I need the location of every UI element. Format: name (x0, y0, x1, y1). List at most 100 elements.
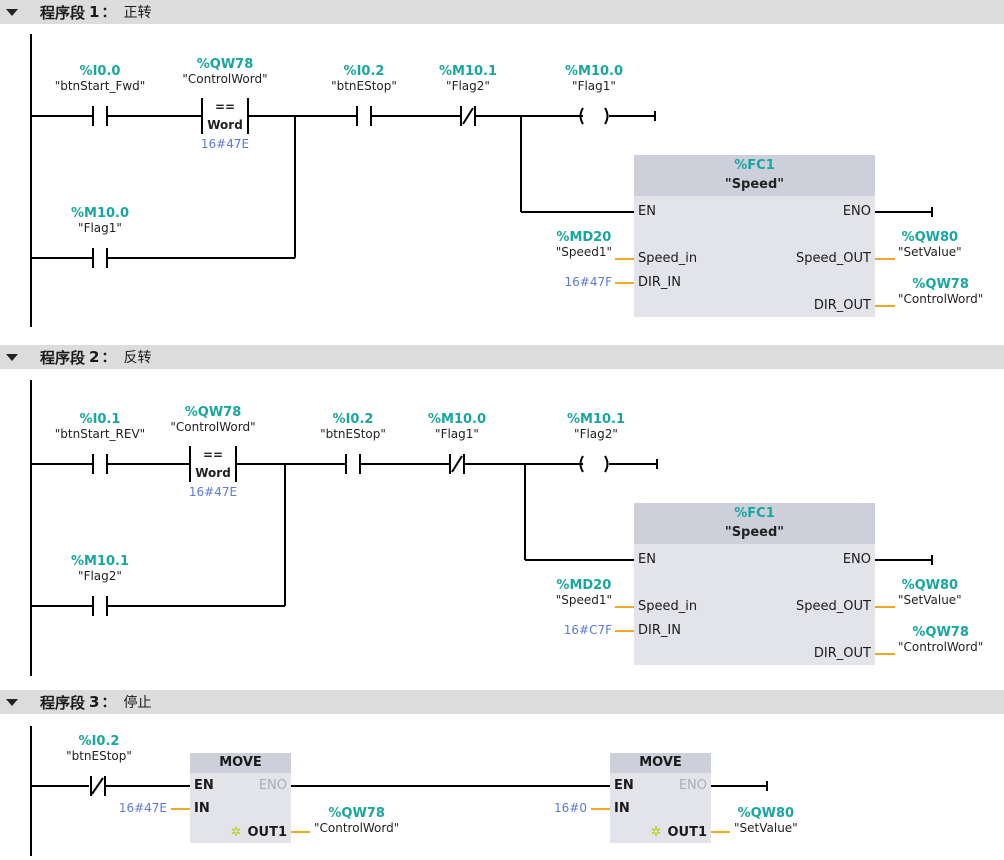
operand-address: %I0.0 (79, 64, 121, 79)
pin-en[interactable]: EN (638, 204, 656, 219)
operand-symbol: "ControlWord" (898, 640, 984, 654)
pin-in[interactable]: IN (194, 801, 210, 816)
contact-i0-1[interactable]: %I0.1 "btnStart_REV" (55, 412, 145, 442)
compare-instruction[interactable]: %QW78 "ControlWord" (182, 57, 267, 87)
pin-dir-in[interactable]: DIR_IN (638, 275, 681, 290)
move-out-operand[interactable]: %QW78 "ControlWord" (314, 806, 399, 836)
operand-address: %I0.2 (78, 734, 120, 749)
operand-address: %QW78 (912, 625, 969, 640)
move-block[interactable]: MOVE EN ENO IN ✲OUT1 (610, 753, 711, 843)
contact-slash (462, 107, 474, 125)
pin-en[interactable]: EN (638, 552, 656, 567)
network-comment[interactable]: 反转 (123, 350, 152, 366)
block-address: %FC1 (734, 158, 775, 173)
operand-symbol: "btnEStop" (331, 79, 397, 93)
output-speed-out-operand[interactable]: %QW80 "SetValue" (898, 230, 962, 260)
operand-symbol: "Flag2" (446, 79, 490, 93)
operand-address: %MD20 (556, 230, 612, 245)
contact-slash (91, 777, 104, 795)
compare-operand2[interactable]: 16#47E (188, 485, 238, 499)
pin-dir-out[interactable]: DIR_OUT (813, 646, 871, 661)
operand-symbol: "Speed1" (555, 245, 612, 259)
input-dir-in-constant[interactable]: 16#47F (564, 275, 613, 289)
move-out-operand[interactable]: %QW80 "SetValue" (734, 806, 798, 836)
pin-en[interactable]: EN (614, 778, 634, 793)
network-2-header[interactable]: 程序段 2 ： 反转 (0, 345, 1004, 369)
contact-m10-0-parallel[interactable]: %M10.0 "Flag1" (71, 206, 129, 236)
network-3-header[interactable]: 程序段 3 ： 停止 (0, 690, 1004, 714)
collapse-triangle-icon[interactable] (6, 8, 18, 16)
contact-i0-2[interactable]: %I0.2 "btnEStop" (331, 64, 397, 94)
operand-address: %QW80 (737, 806, 795, 821)
operand-address: %M10.1 (70, 554, 130, 569)
input-speed-in-operand[interactable]: %MD20 "Speed1" (556, 230, 612, 260)
coil-m10-1[interactable]: %M10.1 "Flag2" (567, 412, 625, 442)
input-dir-in-constant[interactable]: 16#C7F (563, 623, 612, 637)
operand-symbol: "Flag2" (78, 569, 122, 583)
contact-m10-1-parallel[interactable]: %M10.1 "Flag2" (71, 554, 129, 584)
pin-eno[interactable]: ENO (258, 778, 287, 793)
fc-speed-block[interactable]: %FC1 "Speed" EN ENO Speed_in DIR_IN Spee… (634, 503, 875, 665)
collapse-triangle-icon[interactable] (6, 353, 18, 361)
operand-address: %M10.0 (564, 64, 624, 79)
pin-dir-out[interactable]: DIR_OUT (813, 298, 871, 313)
operand-address: %M10.0 (427, 412, 487, 427)
network-comment[interactable]: 停止 (123, 695, 152, 711)
pin-eno[interactable]: ENO (842, 552, 871, 567)
pin-speed-out[interactable]: Speed_OUT (796, 251, 871, 266)
output-speed-out-operand[interactable]: %QW80 "SetValue" (898, 578, 962, 608)
network-title: 程序段 (40, 348, 86, 367)
block-name: MOVE (610, 753, 711, 773)
contact-m10-0-nc[interactable]: %M10.0 "Flag1" (428, 412, 486, 442)
operand-address: %MD20 (556, 578, 612, 593)
move-in-constant[interactable]: 16#47E (118, 801, 167, 815)
pin-out1[interactable]: ✲OUT1 (651, 825, 707, 840)
coil-right (604, 107, 609, 125)
fc-speed-block[interactable]: %FC1 "Speed" EN ENO Speed_in DIR_IN Spee… (634, 155, 875, 317)
network-title: 程序段 (40, 3, 86, 22)
input-speed-in-operand[interactable]: %MD20 "Speed1" (556, 578, 612, 608)
network-1-header[interactable]: 程序段 1 ： 正转 (0, 0, 1004, 24)
contact-i0-2-nc[interactable]: %I0.2 "btnEStop" (66, 734, 132, 764)
move-in-constant[interactable]: 16#0 (554, 801, 587, 815)
new-output-star-icon: ✲ (230, 825, 242, 840)
operand-address: %I0.2 (343, 64, 385, 79)
operand-address: %I0.2 (332, 412, 374, 427)
network-colon: ： (101, 5, 116, 21)
pin-dir-in[interactable]: DIR_IN (638, 623, 681, 638)
new-output-star-icon: ✲ (650, 825, 662, 840)
coil-left (579, 455, 584, 473)
operand-address: %QW78 (184, 405, 242, 420)
compare-datatype: Word (195, 466, 231, 480)
operand-address: %M10.0 (70, 206, 130, 221)
operand-symbol: "ControlWord" (182, 72, 268, 86)
contact-i0-2[interactable]: %I0.2 "btnEStop" (320, 412, 386, 442)
network-number: 3 (89, 693, 100, 711)
block-name: "Speed" (724, 177, 785, 192)
pin-speed-in[interactable]: Speed_in (638, 599, 698, 614)
coil-m10-0[interactable]: %M10.0 "Flag1" (565, 64, 623, 94)
compare-instruction[interactable]: %QW78 "ControlWord" (170, 405, 255, 435)
pin-eno[interactable]: ENO (678, 778, 707, 793)
output-dir-out-operand[interactable]: %QW78 "ControlWord" (898, 277, 983, 307)
contact-m10-1-nc[interactable]: %M10.1 "Flag2" (439, 64, 497, 94)
pin-speed-out[interactable]: Speed_OUT (796, 599, 871, 614)
coil-left (579, 107, 584, 125)
operand-symbol: "Flag1" (78, 221, 122, 235)
output-dir-out-operand[interactable]: %QW78 "ControlWord" (898, 625, 983, 655)
network-comment[interactable]: 正转 (123, 5, 152, 21)
pin-en[interactable]: EN (194, 778, 214, 793)
compare-operand2[interactable]: 16#47E (200, 137, 250, 151)
pin-speed-in[interactable]: Speed_in (638, 251, 698, 266)
pin-out1[interactable]: ✲OUT1 (231, 825, 287, 840)
collapse-triangle-icon[interactable] (6, 698, 18, 706)
operand-symbol: "ControlWord" (170, 420, 256, 434)
operand-symbol: "SetValue" (898, 245, 962, 259)
operand-address: %QW80 (901, 230, 959, 245)
pin-eno[interactable]: ENO (842, 204, 871, 219)
operand-symbol: "btnEStop" (66, 749, 132, 763)
contact-i0-0[interactable]: %I0.0 "btnStart_Fwd" (55, 64, 146, 94)
pin-in[interactable]: IN (614, 801, 630, 816)
move-block[interactable]: MOVE EN ENO IN ✲OUT1 (190, 753, 291, 843)
